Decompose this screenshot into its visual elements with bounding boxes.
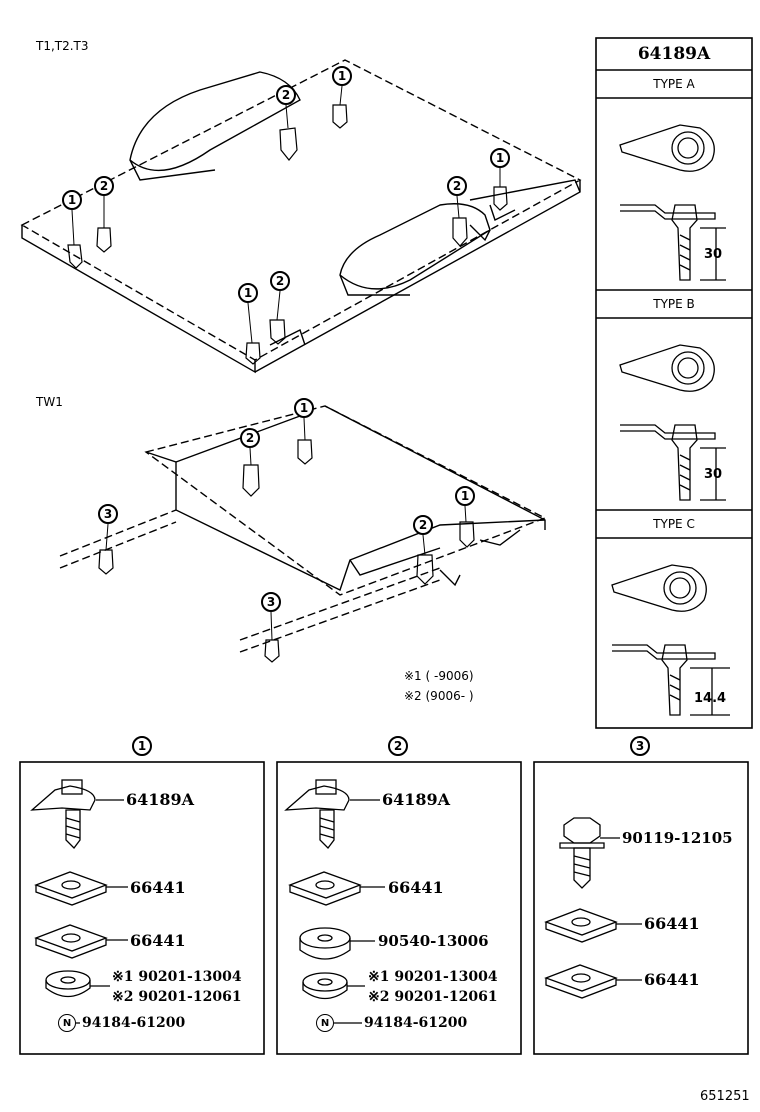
callout-2: 2	[94, 176, 114, 196]
group-2-part-2: 66441	[388, 878, 444, 897]
note-1: ※1 ( -9006)	[404, 669, 474, 683]
callout-3: 3	[98, 504, 118, 524]
callout-1: 1	[455, 486, 475, 506]
callout-2: 2	[240, 428, 260, 448]
group-2-nut-part: 94184-61200	[364, 1015, 468, 1031]
upper-floor-panel	[20, 59, 582, 374]
callout-1: 1	[238, 283, 258, 303]
group-1-washer-note-1: ※1 90201-13004	[112, 969, 242, 985]
view-label-tw1: TW1	[36, 395, 63, 409]
type-b-drawing	[619, 344, 726, 501]
callout-2: 2	[447, 176, 467, 196]
callout-2: 2	[413, 515, 433, 535]
group-3-frame	[533, 761, 749, 1055]
callout-3: 3	[261, 592, 281, 612]
view-label-t1-t2-t3: T1,T2.T3	[36, 39, 89, 53]
group-1-number: 1	[132, 736, 152, 756]
group-2-part-1: 64189A	[382, 790, 451, 809]
group-3-part-2: 66441	[644, 914, 700, 933]
group-3-part-1: 90119-12105	[622, 829, 733, 847]
group-1-part-2: 66441	[130, 878, 186, 897]
group-2-frame	[276, 761, 522, 1055]
group-1-part-3: 66441	[130, 931, 186, 950]
group-2-washer-note-1: ※1 90201-13004	[368, 969, 498, 985]
type-a-dimension: 30	[704, 247, 723, 262]
group-1-part-1: 64189A	[126, 790, 195, 809]
lower-floor-panel	[59, 405, 547, 653]
type-b-label: TYPE B	[653, 297, 695, 311]
upper-fasteners	[67, 104, 508, 365]
callout-1: 1	[62, 190, 82, 210]
type-b-dimension: 30	[704, 467, 723, 482]
group-1-nut-part: 94184-61200	[82, 1015, 186, 1031]
callout-2: 2	[270, 271, 290, 291]
type-panel-frame	[595, 37, 753, 729]
group-2-number: 2	[388, 736, 408, 756]
type-a-label: TYPE A	[653, 77, 695, 91]
type-c-dimension: 14.4	[694, 691, 727, 706]
type-c-label: TYPE C	[653, 517, 695, 531]
callout-1: 1	[294, 398, 314, 418]
group-1-parts	[30, 779, 128, 1024]
nut-mark-icon: N	[58, 1014, 76, 1032]
group-2-parts	[284, 779, 385, 1024]
group-3-number: 3	[630, 736, 650, 756]
callout-1: 1	[332, 66, 352, 86]
figure-number: 651251	[700, 1089, 750, 1104]
group-3-part-3: 66441	[644, 970, 700, 989]
leader-lines	[71, 85, 501, 641]
lower-fasteners	[98, 439, 475, 663]
type-panel-part-number: 64189A	[637, 44, 711, 64]
group-3-parts	[544, 817, 642, 999]
type-c-drawing	[611, 564, 730, 716]
group-2-part-3: 90540-13006	[378, 932, 489, 950]
note-2: ※2 (9006- )	[404, 689, 474, 703]
callout-1: 1	[490, 148, 510, 168]
group-1-washer-note-2: ※2 90201-12061	[112, 989, 242, 1005]
type-a-drawing	[619, 124, 726, 281]
group-2-washer-note-2: ※2 90201-12061	[368, 989, 498, 1005]
nut-mark-icon: N	[316, 1014, 334, 1032]
callout-2: 2	[276, 85, 296, 105]
group-1-frame	[19, 761, 265, 1055]
